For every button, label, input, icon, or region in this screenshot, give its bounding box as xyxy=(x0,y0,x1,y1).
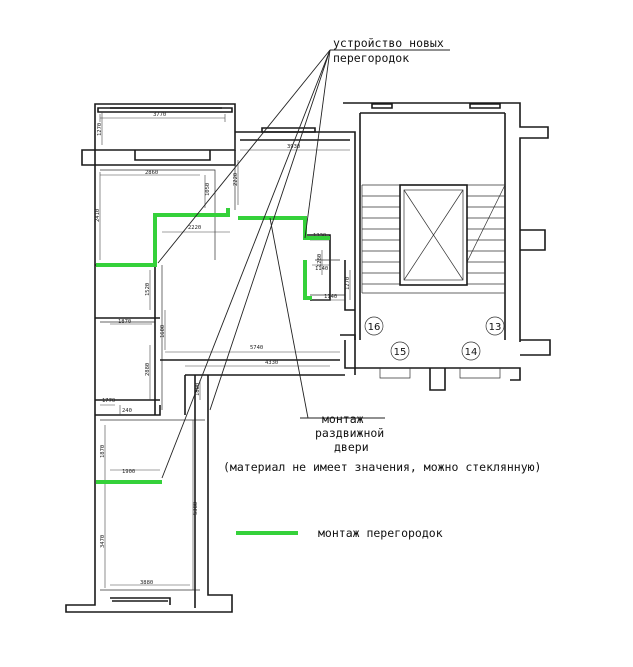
dim-bath-h1: 1280 xyxy=(317,254,323,267)
dim-bedroom-w2: 240 xyxy=(122,408,132,414)
dim-kitchen-w: 1870 xyxy=(118,319,131,325)
dim-corridor-w: 2220 xyxy=(188,225,201,231)
dimension-lines xyxy=(99,112,351,590)
dim-lower-w: 3880 xyxy=(140,580,153,586)
dim-kitchen-h: 1520 xyxy=(145,283,151,296)
staircase xyxy=(361,184,506,294)
axis-marker-14 xyxy=(461,341,481,361)
dim-room1-small: 1050 xyxy=(205,183,211,196)
dim-room1-height: 2410 xyxy=(95,209,101,222)
apartment-walls xyxy=(65,103,356,613)
dim-lower-h: 3470 xyxy=(100,535,106,548)
elevator-shaft xyxy=(399,184,468,286)
dim-bedroom-w3: 1900 xyxy=(122,469,135,475)
dim-hall-w2: 4330 xyxy=(265,360,278,366)
dim-bath-h2: 1270 xyxy=(345,277,351,290)
legend-label: монтаж перегородок xyxy=(318,526,443,540)
dim-bedroom-w: 1770 xyxy=(102,398,115,404)
dim-bath-w2: 1140 xyxy=(315,266,328,272)
dimension-labels: 3770 1270 2860 2410 1050 3930 2220 2220 … xyxy=(95,112,351,586)
dim-room1-width: 2860 xyxy=(145,170,158,176)
leader-lines xyxy=(157,49,450,479)
note-sliding-door-1: монтаж xyxy=(322,412,364,426)
axis-label-16: 16 xyxy=(368,322,381,333)
note-new-partitions-1: устройство новых xyxy=(333,36,444,50)
axis-marker-16 xyxy=(364,316,384,336)
axis-label-14: 14 xyxy=(465,347,478,358)
dim-corridor-top: 3930 xyxy=(287,144,300,150)
new-partitions xyxy=(96,208,330,484)
dim-corridor-h: 2220 xyxy=(233,173,239,186)
dim-lower-h2: 5380 xyxy=(193,502,199,515)
dim-hall-small: 1800 xyxy=(195,383,201,396)
axis-marker-13 xyxy=(485,316,505,336)
dim-kitchen-v: 1600 xyxy=(160,325,166,338)
dim-bedroom-h: 1870 xyxy=(100,445,106,458)
dim-hall-h: 2880 xyxy=(145,363,151,376)
note-new-partitions-2: перегородок xyxy=(333,51,409,65)
dim-balcony-width: 3770 xyxy=(153,112,166,118)
dim-bath-w3: 1140 xyxy=(324,294,337,300)
axis-label-13: 13 xyxy=(489,322,502,333)
legend: монтаж перегородок xyxy=(236,526,443,540)
dim-hall-w: 5740 xyxy=(250,345,263,351)
axis-markers: 16 13 15 14 xyxy=(364,316,505,361)
note-sliding-door-2: раздвижной xyxy=(315,426,384,440)
partition-kitchen xyxy=(96,213,157,267)
axis-label-15: 15 xyxy=(394,347,407,358)
dim-balcony-depth: 1270 xyxy=(97,123,103,136)
note-material: (материал не имеет значения, можно стекл… xyxy=(223,460,542,474)
stair-core xyxy=(343,102,551,391)
note-sliding-door-3: двери xyxy=(334,440,369,454)
axis-marker-15 xyxy=(390,341,410,361)
